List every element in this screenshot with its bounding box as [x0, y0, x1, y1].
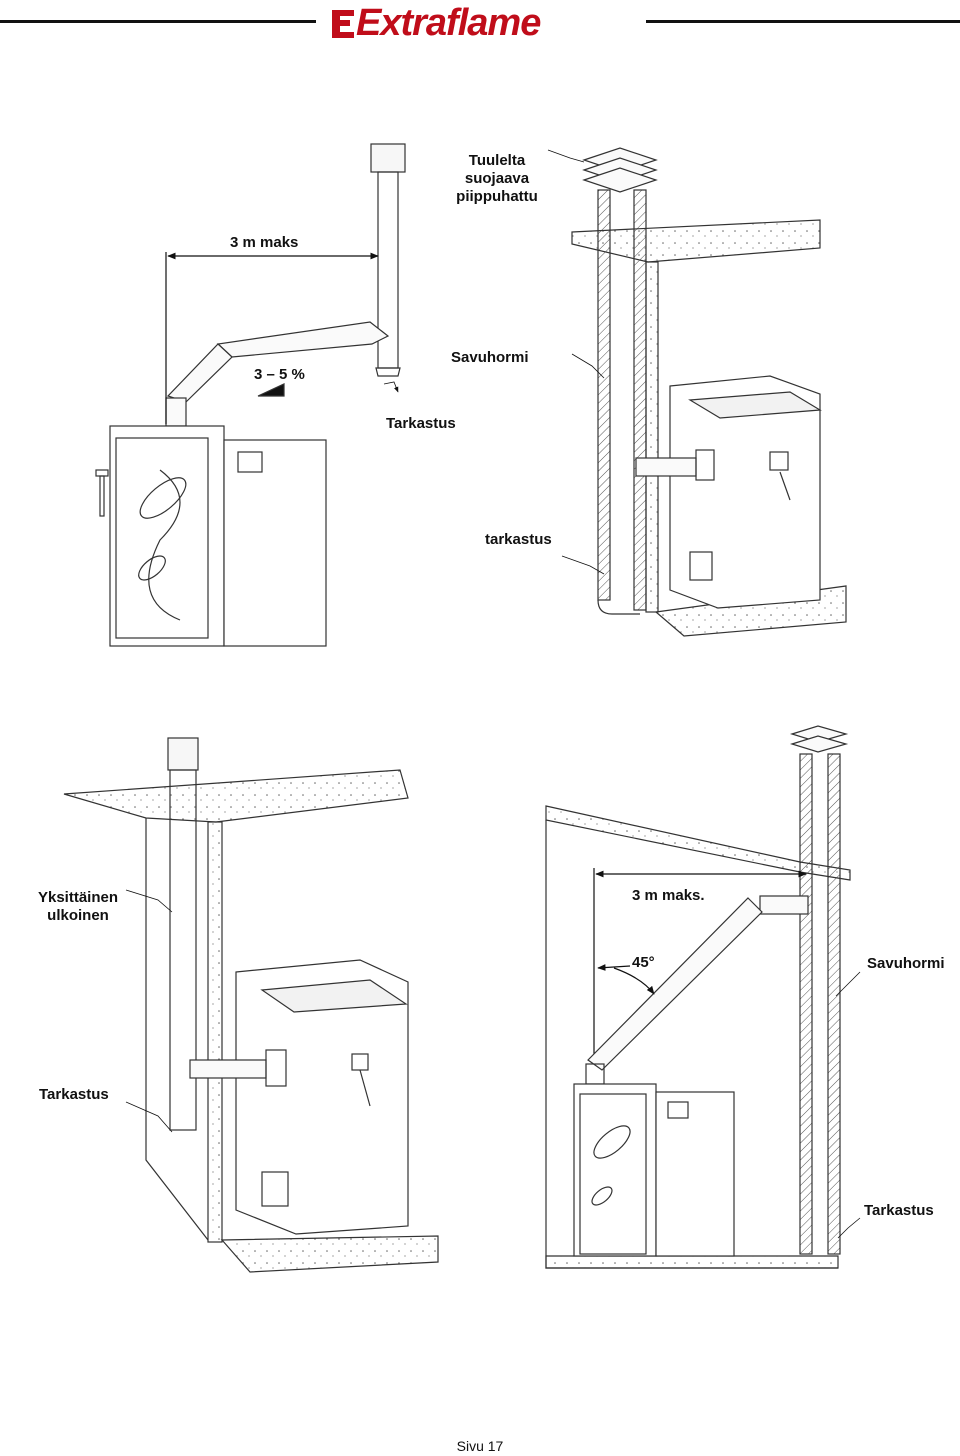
- max-distance-label: 3 m maks: [230, 234, 299, 251]
- wind-cap-line-2: suojaava: [464, 170, 530, 187]
- diagram-bottom-right: [545, 725, 851, 1269]
- diagram-bottom-left: [63, 737, 439, 1273]
- header-rule-right: [646, 20, 960, 23]
- slope-label: 3 – 5 %: [254, 366, 305, 383]
- external-single-line-2: ulkoinen: [47, 907, 109, 924]
- inspection-label-left: Tarkastus: [39, 1086, 109, 1103]
- header-rule-left: [0, 20, 316, 23]
- wind-cap-line-1: Tuulelta: [468, 152, 526, 169]
- external-single-label: Yksittäinen ulkoinen: [30, 889, 126, 925]
- max-distance-label-right: 3 m maks.: [632, 887, 705, 904]
- diagram-top-left: [95, 143, 406, 647]
- inspection-label-top: Tarkastus: [386, 415, 456, 432]
- brand-logo-icon: [332, 10, 354, 38]
- wind-cap-label: Tuulelta suojaava piippuhattu: [440, 152, 554, 206]
- chimney-label-right: Savuhormi: [867, 955, 945, 972]
- brand-logo: Extraflame: [356, 2, 541, 44]
- external-single-line-1: Yksittäinen: [37, 889, 119, 906]
- leader-lines: [125, 149, 861, 1239]
- wind-cap-line-3: piippuhattu: [456, 188, 538, 205]
- page-number: Sivu 17: [456, 1438, 504, 1454]
- inspection-label-lower: tarkastus: [485, 531, 552, 548]
- angle-label: 45°: [632, 954, 655, 971]
- inspection-label-right: Tarkastus: [864, 1202, 934, 1219]
- diagram-top-right: [571, 147, 847, 637]
- chimney-label-top: Savuhormi: [451, 349, 529, 366]
